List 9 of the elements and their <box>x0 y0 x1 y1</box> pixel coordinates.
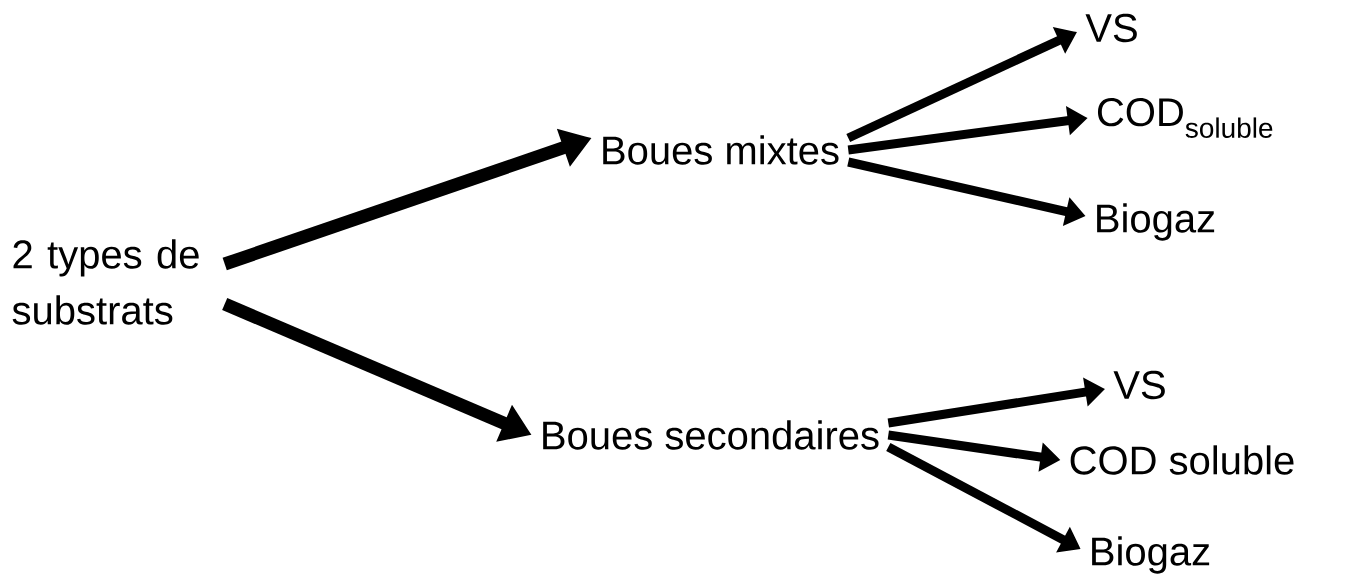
node-text: Boues secondaires <box>543 420 879 450</box>
node-text: Biogaz <box>1092 536 1210 574</box>
node-text: Boues mixtes <box>603 135 839 165</box>
node-text: VS <box>1085 13 1137 43</box>
node-text: COD soluble <box>1070 445 1294 475</box>
node-text: Biogaz <box>1097 203 1215 241</box>
node-text: 2 types de substrats <box>12 239 199 325</box>
node-text: VS <box>1113 370 1165 400</box>
node-text: COD$_{soluble}$ <box>1097 98 1273 138</box>
